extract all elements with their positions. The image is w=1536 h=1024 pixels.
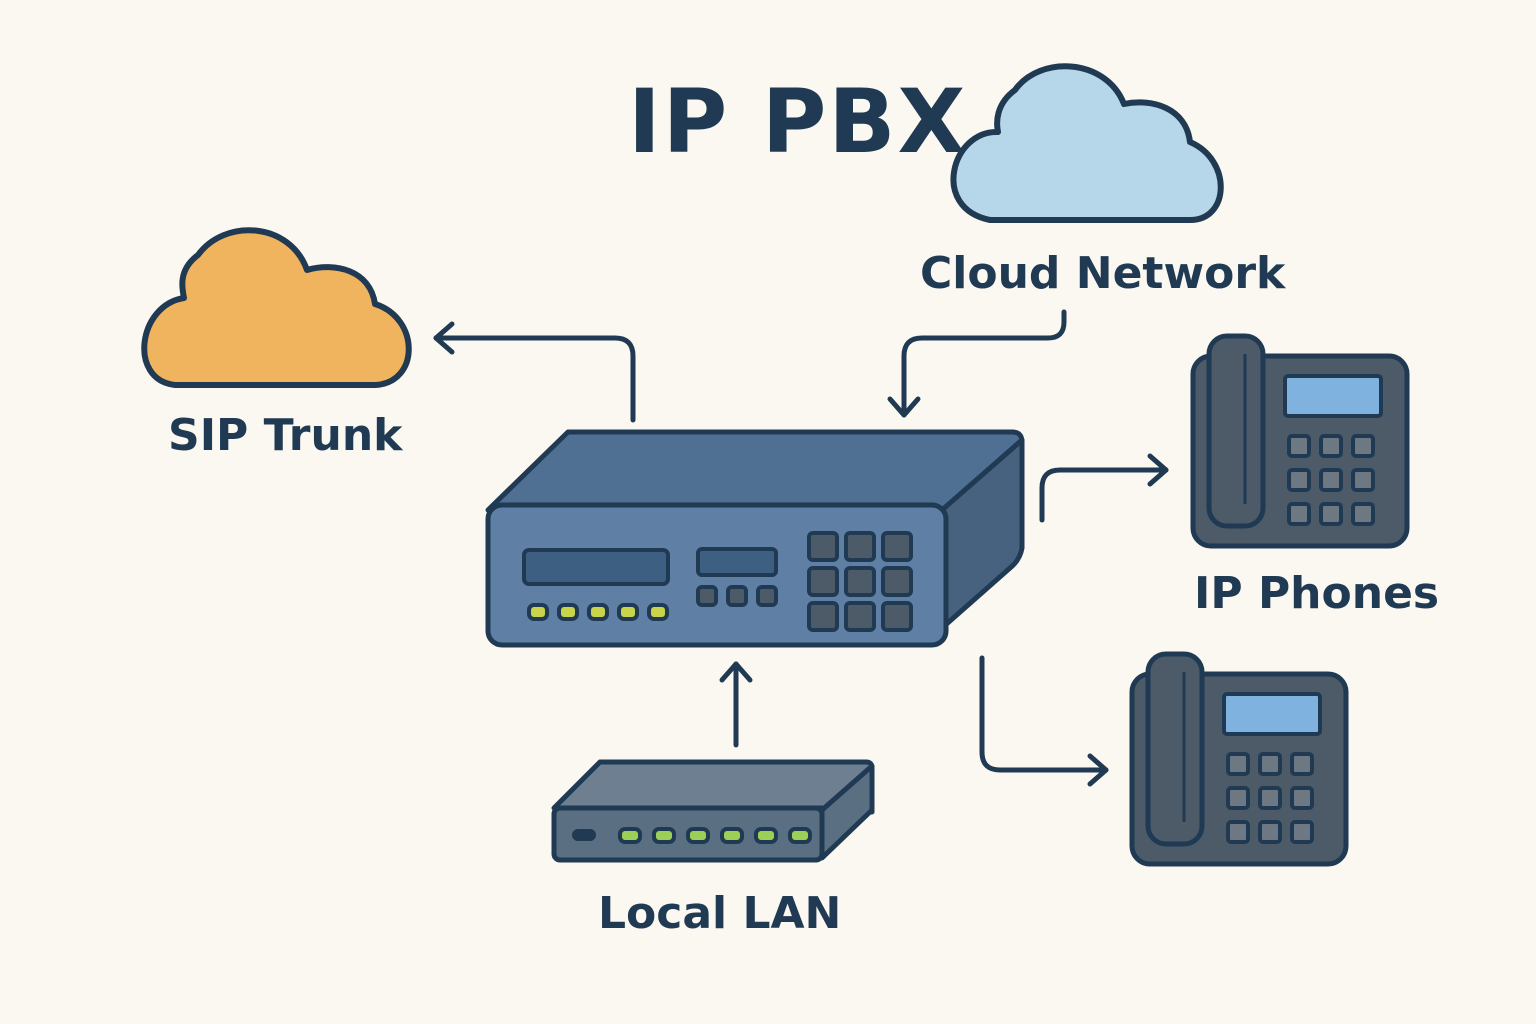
cloud-network-label: Cloud Network [920,248,1286,299]
pbx-button [696,585,718,607]
phone-key [1319,468,1343,492]
phone-key [1290,820,1314,844]
pbx-side [939,437,1025,631]
arrowhead-right [1087,753,1109,787]
connector-cloud-to-pbx [901,309,1067,418]
phone-key [1319,434,1343,458]
phone-key [1226,786,1250,810]
pbx-keypad-key [881,566,913,597]
switch-led [686,827,710,844]
switch-top [551,759,875,815]
phone-key [1258,820,1282,844]
phone-key [1287,434,1311,458]
phone-key [1351,502,1375,526]
pbx-button [726,585,748,607]
phone-handset [1145,651,1205,847]
sip-trunk-cloud-icon [141,227,412,388]
arrowhead-left [433,321,455,355]
connectors [433,309,1169,787]
ip-phones-label: IP Phones [1194,568,1440,619]
switch-led [618,827,642,844]
phone-screen [1283,374,1383,418]
phone-key [1319,502,1343,526]
phone-key [1258,752,1282,776]
phone-key [1351,434,1375,458]
pbx-keypad-key [881,601,913,632]
pbx-keypad-key [881,531,913,562]
pbx-led [617,603,639,621]
phone-key [1258,786,1282,810]
phone-key [1351,468,1375,492]
phone-key [1287,502,1311,526]
switch-led [652,827,676,844]
pbx-keypad-key [844,601,876,632]
switch-led [754,827,778,844]
pbx-keypad-key [807,566,839,597]
sip-trunk-label: SIP Trunk [168,410,403,461]
pbx-keypad-key [844,566,876,597]
connector-pbx-to-phone-2 [979,655,1109,773]
pbx-led [557,603,579,621]
local-lan-label: Local LAN [598,888,842,939]
pbx-led [587,603,609,621]
ip-phone-icon [1190,333,1410,549]
phone-key [1226,820,1250,844]
phone-handset [1206,333,1266,529]
cloud-network-icon [950,63,1224,223]
arrowhead-down [887,396,921,418]
connector-pbx-to-phone-1 [1039,467,1169,523]
phone-key [1290,786,1314,810]
switch-port [572,829,596,841]
phone-key [1290,752,1314,776]
switch-led [788,827,812,844]
pbx-keypad-key [807,601,839,632]
connector-pbx-to-sip-trunk [433,335,636,423]
ip-pbx-appliance-icon [485,429,1025,648]
phone-screen [1222,692,1322,736]
phone-key [1226,752,1250,776]
ip-phone-icon [1129,651,1349,867]
switch-led [720,827,744,844]
pbx-button [756,585,778,607]
pbx-display [522,548,670,586]
arrowhead-up [719,661,753,683]
local-lan-switch-icon [551,759,875,863]
diagram-title: IP PBX [628,70,968,173]
arrowhead-right [1147,453,1169,487]
phone-key [1287,468,1311,492]
pbx-keypad-key [844,531,876,562]
pbx-keypad-key [807,531,839,562]
pbx-led [527,603,549,621]
pbx-led [647,603,669,621]
pbx-small-display [696,547,778,577]
